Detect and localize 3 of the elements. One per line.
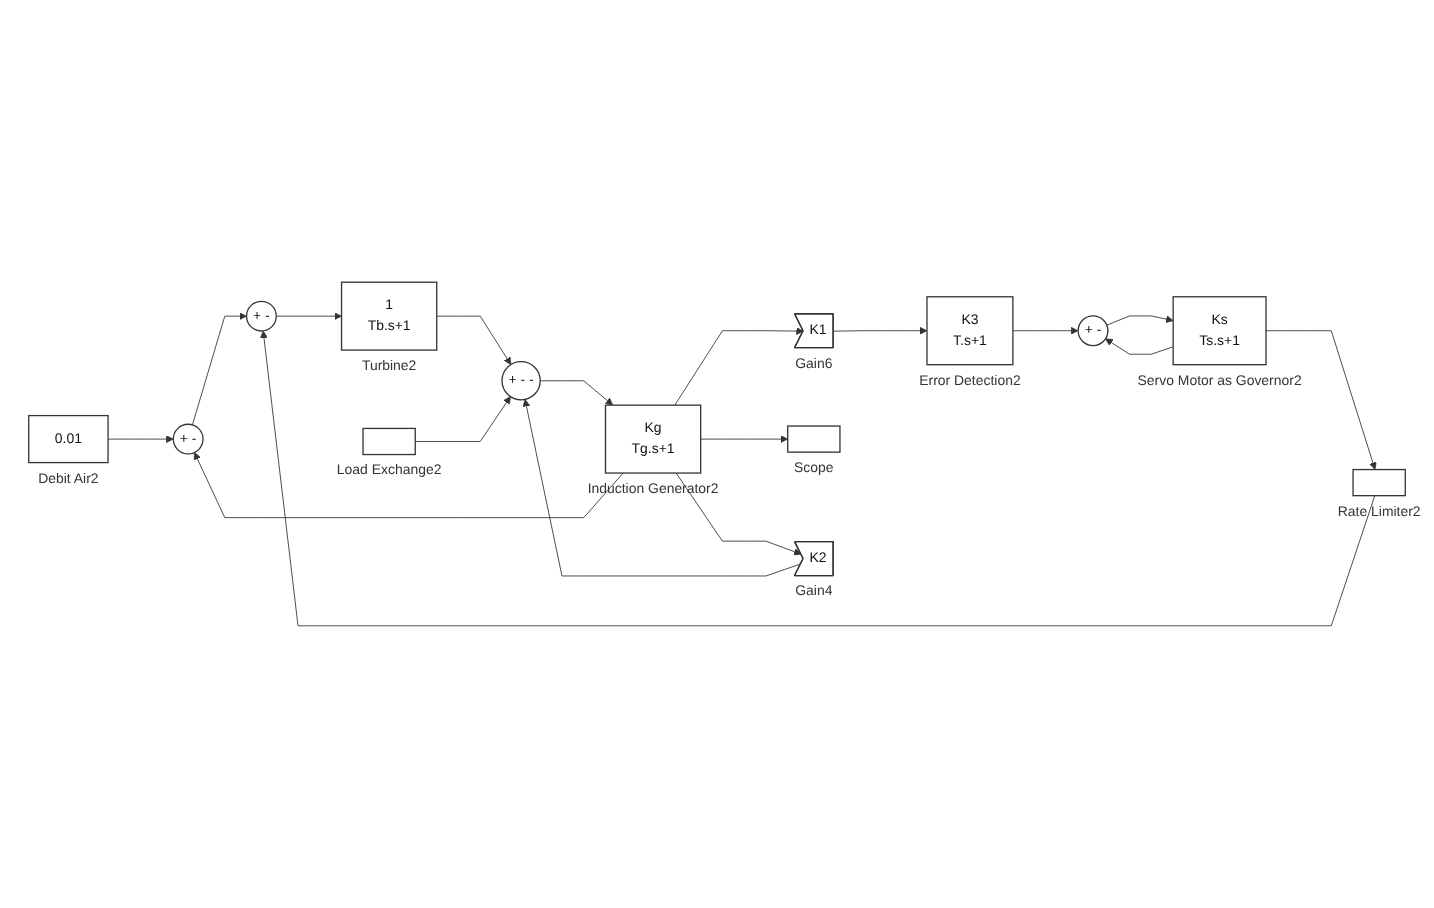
- node-box: [1352, 468, 1406, 497]
- node-box: [787, 425, 841, 453]
- node-box: [362, 427, 416, 456]
